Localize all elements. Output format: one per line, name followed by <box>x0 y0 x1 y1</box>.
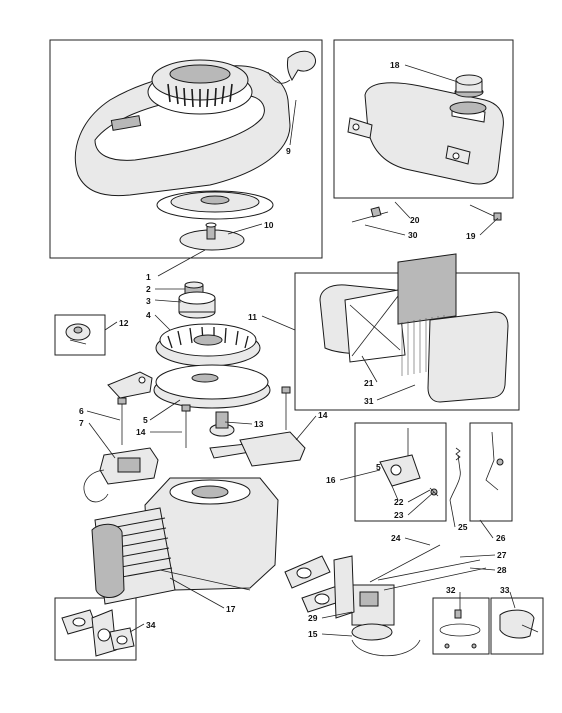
callout-11: 11 <box>248 312 257 322</box>
callout-21: 21 <box>364 378 374 388</box>
starter-pawl-plate <box>179 222 245 251</box>
frame-governor <box>354 422 447 522</box>
callout-30: 30 <box>408 230 418 240</box>
callout-32: 32 <box>446 585 456 595</box>
engine-block <box>91 477 279 605</box>
callout-5b: 5 <box>376 462 381 472</box>
throttle-cables <box>369 544 487 591</box>
callout-3: 3 <box>146 296 151 306</box>
bracket-14 <box>239 431 306 467</box>
callout-4: 4 <box>146 310 151 320</box>
frame-part-12 <box>54 314 106 356</box>
callout-34: 34 <box>146 620 156 630</box>
callout-23: 23 <box>394 510 404 520</box>
starter-handle <box>267 50 317 84</box>
baffle-plate <box>107 371 153 399</box>
callout-27: 27 <box>497 550 507 560</box>
callout-20: 20 <box>410 215 420 225</box>
flywheel-nut <box>184 281 204 296</box>
callout-17: 17 <box>226 604 236 614</box>
carburetor <box>351 584 421 657</box>
clamp-33 <box>499 609 539 639</box>
flywheel <box>153 364 271 409</box>
leader-lines <box>86 64 516 637</box>
callout-2: 2 <box>146 284 151 294</box>
governor-detail <box>379 428 439 501</box>
callout-13: 13 <box>254 419 264 429</box>
callout-5: 5 <box>143 415 148 425</box>
callout-29: 29 <box>308 613 318 623</box>
throttle-rod-26 <box>485 431 504 491</box>
bolt-19 <box>469 204 502 221</box>
callout-6: 6 <box>79 406 84 416</box>
callout-10: 10 <box>264 220 274 230</box>
callout-7: 7 <box>79 418 84 428</box>
fuel-cap <box>454 74 484 98</box>
oring-kit <box>439 609 481 649</box>
callout-26: 26 <box>496 533 506 543</box>
callout-24: 24 <box>391 533 401 543</box>
fuel-tank <box>347 82 504 185</box>
intake-gaskets <box>284 555 355 619</box>
frame-throttle-rod <box>469 422 513 522</box>
spring-25 <box>449 447 461 501</box>
callout-9: 9 <box>286 146 291 156</box>
governor-parts-13 <box>209 411 251 459</box>
frame-oring-kit <box>432 597 490 655</box>
bolt-30 <box>351 206 389 223</box>
frame-recoil-starter <box>49 39 323 259</box>
recoil-starter-housing <box>74 59 291 220</box>
callout-28: 28 <box>497 565 507 575</box>
callout-15: 15 <box>308 629 318 639</box>
callout-1: 1 <box>146 272 151 282</box>
callout-12: 12 <box>119 318 129 328</box>
part-12-detail <box>65 323 91 345</box>
callout-25: 25 <box>458 522 468 532</box>
air-filter-assembly <box>319 253 509 403</box>
bolts-14 <box>181 386 291 448</box>
callout-14b: 14 <box>318 410 328 420</box>
callout-labels: 1 2 3 4 5 5 6 7 9 10 11 12 13 14 14 15 1… <box>79 60 510 639</box>
callout-31: 31 <box>364 396 374 406</box>
gasket-kit-34 <box>61 609 135 657</box>
starter-vent-slots <box>167 83 233 108</box>
callout-33: 33 <box>500 585 510 595</box>
frame-fuel-tank <box>333 39 514 199</box>
callout-14a: 14 <box>136 427 146 437</box>
callout-19: 19 <box>466 231 476 241</box>
callout-18: 18 <box>390 60 400 70</box>
callout-22: 22 <box>394 497 404 507</box>
flywheel-fan <box>155 323 261 367</box>
callout-16: 16 <box>326 475 336 485</box>
frame-clamp <box>490 597 544 655</box>
starter-cup <box>178 291 216 319</box>
